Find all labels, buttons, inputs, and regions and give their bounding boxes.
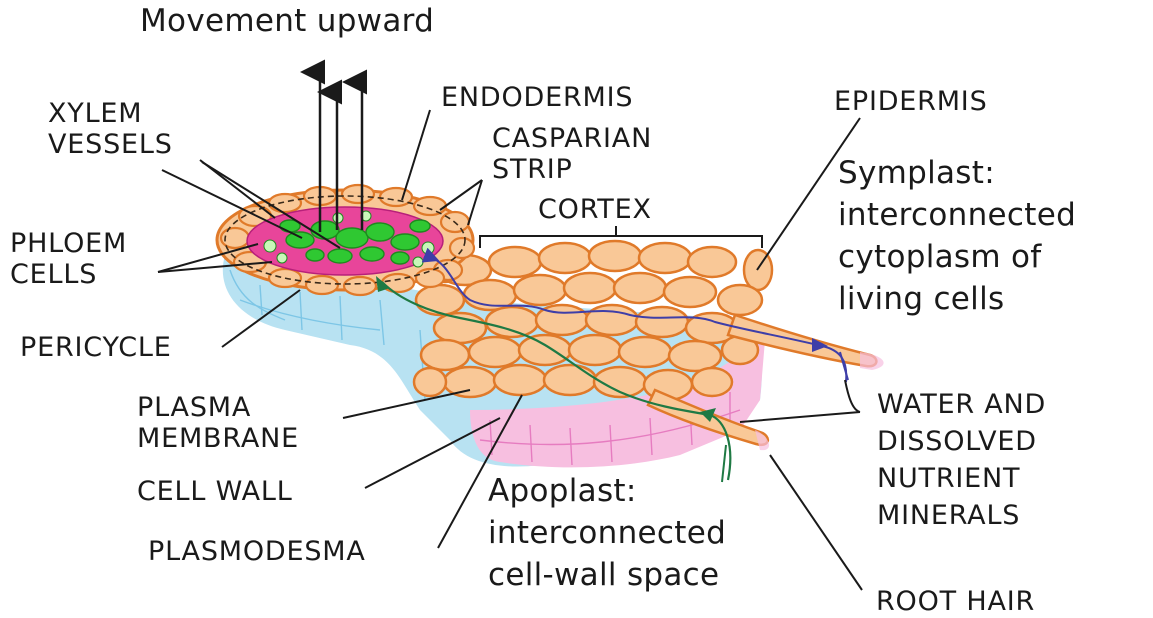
- pericycle-label: PERICYCLE: [20, 332, 172, 363]
- casparian-strip-label: CASPARIAN STRIP: [492, 123, 652, 185]
- symplast-description: Symplast: interconnected cytoplasm of li…: [838, 152, 1076, 320]
- movement-upward-label: Movement upward: [140, 6, 434, 37]
- plasma-membrane-label: PLASMA MEMBRANE: [137, 392, 299, 454]
- endodermis-label: ENDODERMIS: [441, 82, 633, 113]
- apoplast-description: Apoplast: interconnected cell-wall space: [488, 470, 726, 596]
- epidermis-label: EPIDERMIS: [834, 86, 988, 117]
- root-hair-label: ROOT HAIR: [876, 586, 1035, 617]
- root-hair-membrane: [755, 352, 884, 450]
- cortex-label: CORTEX: [538, 194, 652, 225]
- phloem-cells-label: PHLOEM CELLS: [10, 228, 127, 290]
- plasmodesma-label: PLASMODESMA: [148, 536, 366, 567]
- cell-wall-label: CELL WALL: [137, 476, 293, 507]
- xylem-vessels-label: XYLEM VESSELS: [48, 98, 173, 160]
- water-minerals-label: WATER AND DISSOLVED NUTRIENT MINERALS: [877, 386, 1046, 534]
